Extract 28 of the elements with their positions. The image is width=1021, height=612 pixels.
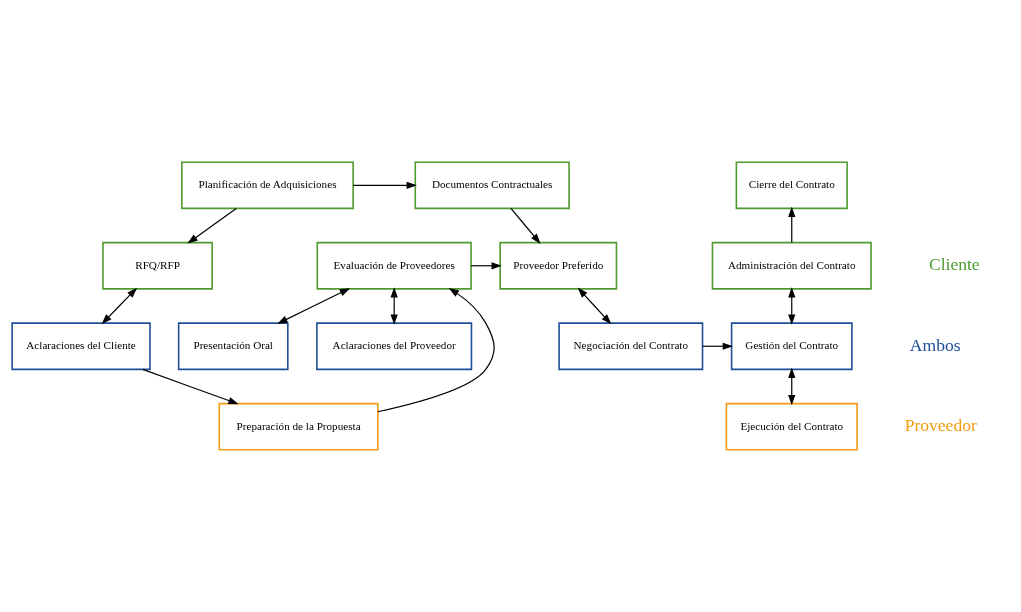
node-box: Presentación Oral	[177, 322, 289, 371]
node-box: Cierre del Contrato	[735, 161, 848, 210]
node-box: RFQ/RFP	[102, 241, 213, 290]
node-box: Documentos Contractuales	[414, 161, 570, 210]
label: Cliente	[928, 254, 980, 275]
arrow	[702, 342, 734, 350]
arrow	[788, 206, 796, 244]
node-box: Negociación del Contrato	[558, 322, 704, 371]
arrow	[142, 368, 239, 405]
arrow	[187, 207, 237, 244]
node-box: Preparación de la Propuesta	[218, 402, 379, 451]
arrow	[510, 207, 541, 244]
arrow	[470, 262, 502, 270]
node-box: Proveedor Preferido	[499, 241, 618, 290]
arrow	[377, 288, 495, 413]
node-box: Administración del Contrato	[711, 241, 872, 290]
node-box: Aclaraciones del Proveedor	[316, 322, 473, 371]
arrow	[101, 287, 138, 325]
node-box: Ejecución del Contrato	[725, 402, 858, 451]
node-box: Planificación de Adquisiciones	[181, 161, 354, 210]
node-box: Gestión del Contrato	[730, 322, 853, 371]
arrow	[277, 288, 351, 324]
node-box: Aclaraciones del Cliente	[11, 322, 151, 371]
arrow	[577, 287, 612, 325]
label: Proveedor	[904, 415, 977, 436]
node-box: Evaluación de Proveedores	[316, 241, 472, 290]
arrow	[352, 181, 417, 189]
label: Ambos	[909, 334, 961, 355]
